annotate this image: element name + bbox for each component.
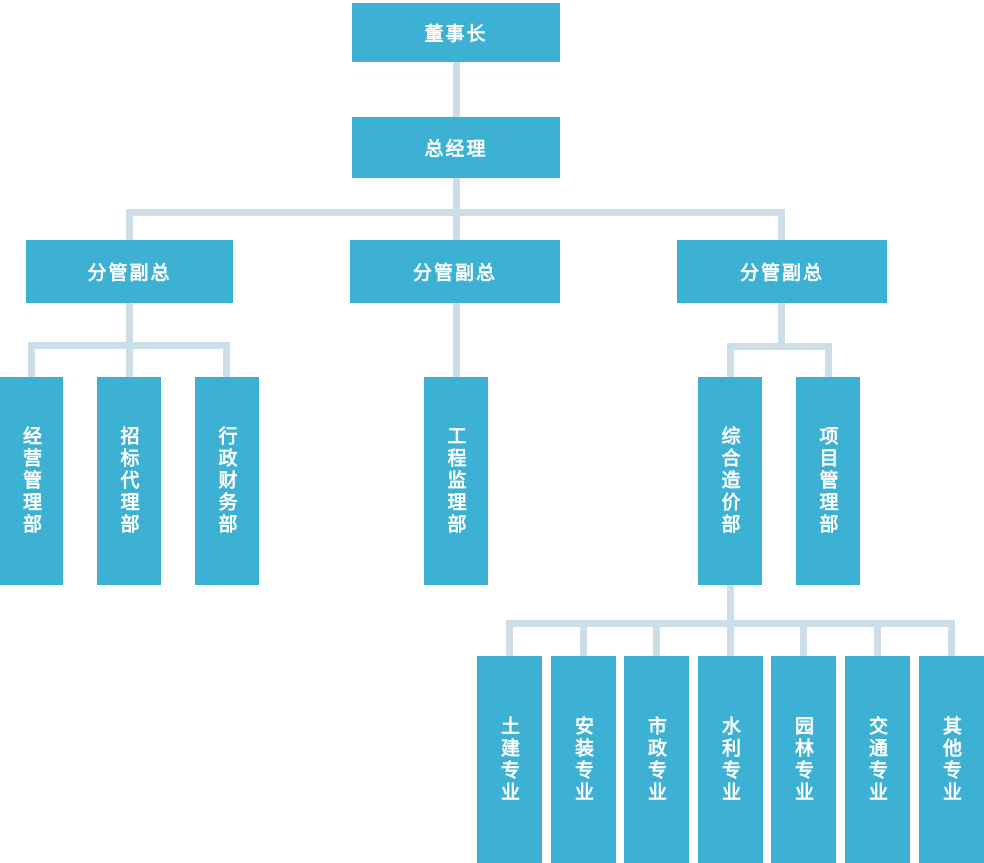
connector-specialty2-drop	[580, 620, 587, 656]
connector-specialty-rail	[506, 620, 955, 627]
connector-specialty7-drop	[948, 620, 955, 656]
node-specialty-water-conservancy: 水利专业	[698, 656, 763, 863]
node-specialty-other: 其他专业	[919, 656, 984, 863]
connector-dept5-drop	[726, 343, 734, 377]
connector-dept3-drop	[223, 342, 230, 377]
connector-deputy3-drop	[778, 209, 785, 240]
node-dept-project-management: 项目管理部	[796, 377, 860, 585]
connector-deputy2-stub	[452, 303, 460, 377]
node-specialty-municipal: 市政专业	[624, 656, 689, 863]
node-dept-business-management: 经营管理部	[0, 377, 63, 585]
connector-specialty6-drop	[874, 620, 881, 656]
connector-dept6-drop	[824, 343, 832, 377]
connector-dept1-drop	[28, 342, 35, 377]
connector-dept2-drop	[126, 342, 133, 377]
connector-chairman-gm	[452, 62, 460, 117]
node-dept-bidding-agency: 招标代理部	[97, 377, 161, 585]
node-specialty-transportation: 交通专业	[845, 656, 910, 863]
node-specialty-installation: 安装专业	[551, 656, 616, 863]
node-specialty-civil: 土建专业	[477, 656, 542, 863]
connector-deputy1-stub	[126, 303, 133, 342]
node-dept-cost-consulting: 综合造价部	[698, 377, 762, 585]
connector-specialty5-drop	[800, 620, 807, 656]
connector-deputy3-rail	[726, 343, 832, 350]
connector-deputy1-drop	[126, 209, 133, 240]
connector-specialty3-drop	[653, 620, 660, 656]
node-specialty-landscape: 园林专业	[771, 656, 836, 863]
connector-deputy3-stub	[778, 303, 785, 343]
node-deputy-1: 分管副总	[26, 240, 233, 303]
node-chairman: 董事长	[352, 3, 560, 62]
connector-specialty1-drop	[506, 620, 513, 656]
connector-deputy2-drop	[452, 209, 460, 240]
connector-gm-stub	[452, 178, 460, 209]
node-general-manager: 总经理	[352, 117, 560, 178]
node-deputy-2: 分管副总	[350, 240, 560, 303]
node-dept-engineering-supervision: 工程监理部	[424, 377, 488, 585]
node-dept-admin-finance: 行政财务部	[195, 377, 259, 585]
node-deputy-3: 分管副总	[677, 240, 887, 303]
